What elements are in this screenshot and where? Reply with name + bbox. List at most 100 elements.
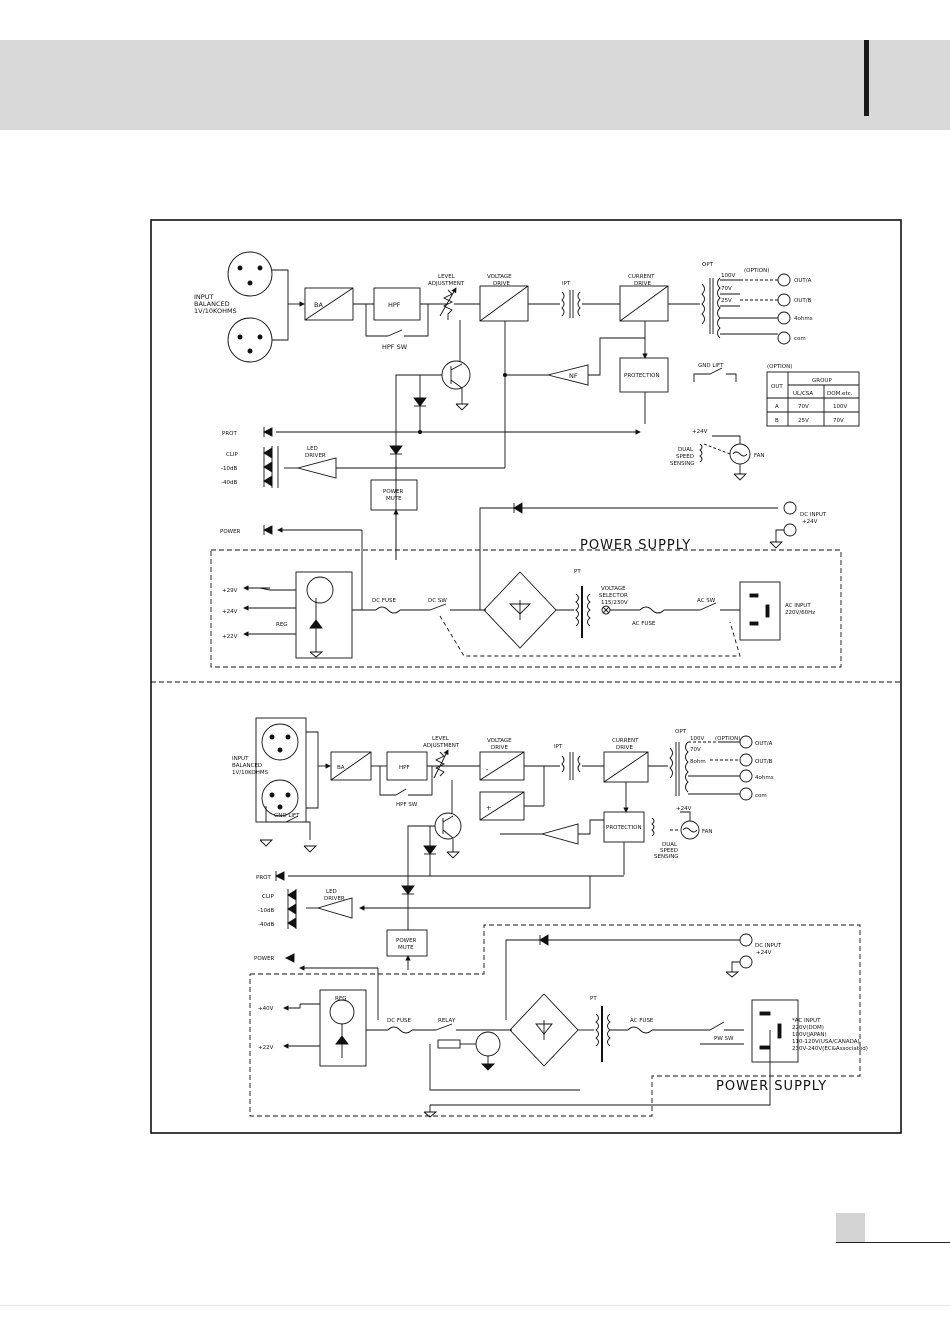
ac-input-spec: 220V/60Hz — [785, 610, 815, 616]
ba-label-b: BA — [337, 765, 345, 771]
tap-100v: 100V — [721, 273, 735, 279]
xlr-connector-icon — [227, 251, 273, 363]
ba-label: BA — [314, 301, 323, 309]
voltage-selector-label-1: VOLTAGE — [601, 586, 626, 592]
clip-label-b: CLIP — [262, 894, 275, 900]
opt-label-b: OPT — [675, 729, 687, 735]
hpf-label-b: HPF — [399, 765, 410, 771]
fan-label: FAN — [754, 453, 765, 459]
input-label-l3-b: 1V/10KOHMS — [232, 770, 269, 776]
gnd-lift-label-b: GND LIFT — [274, 813, 300, 819]
v24-label: +24V — [222, 609, 238, 615]
minus40db-label-b: -40dB — [258, 922, 274, 928]
com-terminal — [777, 331, 791, 345]
4ohms-label-b: 4ohms — [755, 775, 774, 781]
power-label-b: POWER — [254, 956, 275, 962]
4ohms-label: 4ohms — [794, 316, 813, 322]
prot-label: PROT — [222, 431, 237, 437]
header-band — [0, 40, 950, 130]
sensing-label-b: SENSING — [654, 854, 679, 860]
current-drive-label-2: DRIVE — [634, 281, 651, 287]
ac-input-spec-b2: 100V(JAPAN) — [792, 1032, 827, 1038]
4ohm-terminal — [777, 311, 791, 325]
dc-sw-label: DC SW — [428, 598, 447, 604]
tap-25v: 25V — [721, 298, 732, 304]
power-supply-title: POWER SUPPLY — [580, 538, 691, 553]
voltage-selector-label-2: SELECTOR — [599, 593, 628, 599]
plus-sign: + — [486, 804, 491, 812]
ac-input-spec-b1: 220V(DOM) — [792, 1025, 824, 1031]
out-b-label: OUT/B — [794, 298, 812, 304]
out-a-label-b: OUT/A — [755, 741, 773, 747]
level-label: LEVEL — [438, 274, 456, 280]
tap-8ohm-b: 8ohm — [690, 759, 706, 765]
power-supply-box-2 — [249, 924, 861, 1117]
mute-transistor-icon — [441, 360, 471, 390]
table-option-label: (OPTION) — [767, 364, 792, 370]
com-label: com — [794, 336, 806, 342]
led-driver-label-1: LED — [307, 446, 318, 452]
voltage-drive-label-1: VOLTAGE — [487, 274, 512, 280]
dc-input-label: DC INPUT — [800, 512, 827, 518]
option-table — [766, 371, 860, 427]
current-drive-block — [619, 285, 669, 322]
table-row-b: B — [775, 418, 779, 424]
relay-label-b: RELAY — [438, 1018, 456, 1024]
ac-input-label: AC INPUT — [785, 603, 811, 609]
table-dom-header: DOM.etc. — [827, 391, 853, 397]
v22-label: +22V — [222, 634, 238, 640]
minus10db-label: -10dB — [221, 466, 237, 472]
opt-label: OPT — [702, 262, 714, 268]
power-mute-block — [370, 479, 418, 511]
voltage-selector-label-3: 115/230V — [601, 600, 628, 606]
sensing-label: SENSING — [670, 461, 695, 467]
table-row-b-dom: 70V — [833, 418, 844, 424]
out-a-label: OUT/A — [794, 278, 812, 284]
out-b-label-b: OUT/B — [755, 759, 773, 765]
ac-input-label-b: *AC INPUT — [792, 1018, 821, 1024]
led-driver-amp — [296, 457, 337, 479]
ipt-label-b: IPT — [554, 744, 563, 750]
rectifier-bridge-icon — [483, 571, 557, 649]
led-driver-label-2: DRIVER — [305, 453, 326, 459]
led-driver-label-b2: DRIVER — [324, 896, 345, 902]
footer-rule — [0, 1305, 950, 1306]
input-label-l1-b: INPUT — [232, 756, 249, 762]
option-label: (OPTION) — [744, 268, 769, 274]
power-label: POWER — [220, 529, 241, 535]
nf-label: NF — [569, 372, 578, 380]
footer-line — [836, 1242, 950, 1243]
table-group-header: GROUP — [812, 378, 832, 384]
v40-label-b: +40V — [258, 1006, 274, 1012]
minus40db-label: -40dB — [221, 480, 237, 486]
reg-label: REG — [276, 622, 288, 628]
out-a-terminal — [777, 273, 791, 287]
dc-input-voltage: +24V — [802, 519, 818, 525]
power-mute-label-b2: MUTE — [398, 945, 414, 951]
table-row-a-dom: 100V — [833, 404, 847, 410]
top-diagram — [210, 251, 860, 668]
ipt-label: IPT — [562, 281, 571, 287]
power-mute-label-1: POWER — [383, 489, 404, 495]
nf-amp — [547, 364, 589, 386]
input-label-l2-b: BALANCED — [232, 763, 262, 769]
pt-label: PT — [574, 569, 581, 575]
dc-fuse-label: DC FUSE — [372, 598, 397, 604]
hpf-sw-label-b: HPF SW — [396, 802, 418, 808]
ac-sw-label: AC SW — [697, 598, 716, 604]
dual-label: DUAL — [678, 447, 694, 453]
input-label-l1: INPUT — [194, 293, 213, 301]
v22-label-b: +22V — [258, 1045, 274, 1051]
minus-sign: - — [486, 765, 489, 773]
voltage-drive-label-b1: VOLTAGE — [487, 738, 512, 744]
header-accent-bar — [864, 40, 869, 116]
power-mute-label-2: MUTE — [386, 496, 402, 502]
dc-input-label-b: DC INPUT — [755, 943, 782, 949]
table-ul-header: UL/CSA — [793, 391, 813, 397]
voltage-drive-label-2: DRIVE — [493, 281, 510, 287]
p24-label-b: +24V — [676, 806, 692, 812]
p24-label: +24V — [692, 429, 708, 435]
bottom-diagram — [249, 717, 861, 1118]
voltage-drive-block — [479, 285, 529, 322]
level-label-b: LEVEL — [432, 736, 450, 742]
